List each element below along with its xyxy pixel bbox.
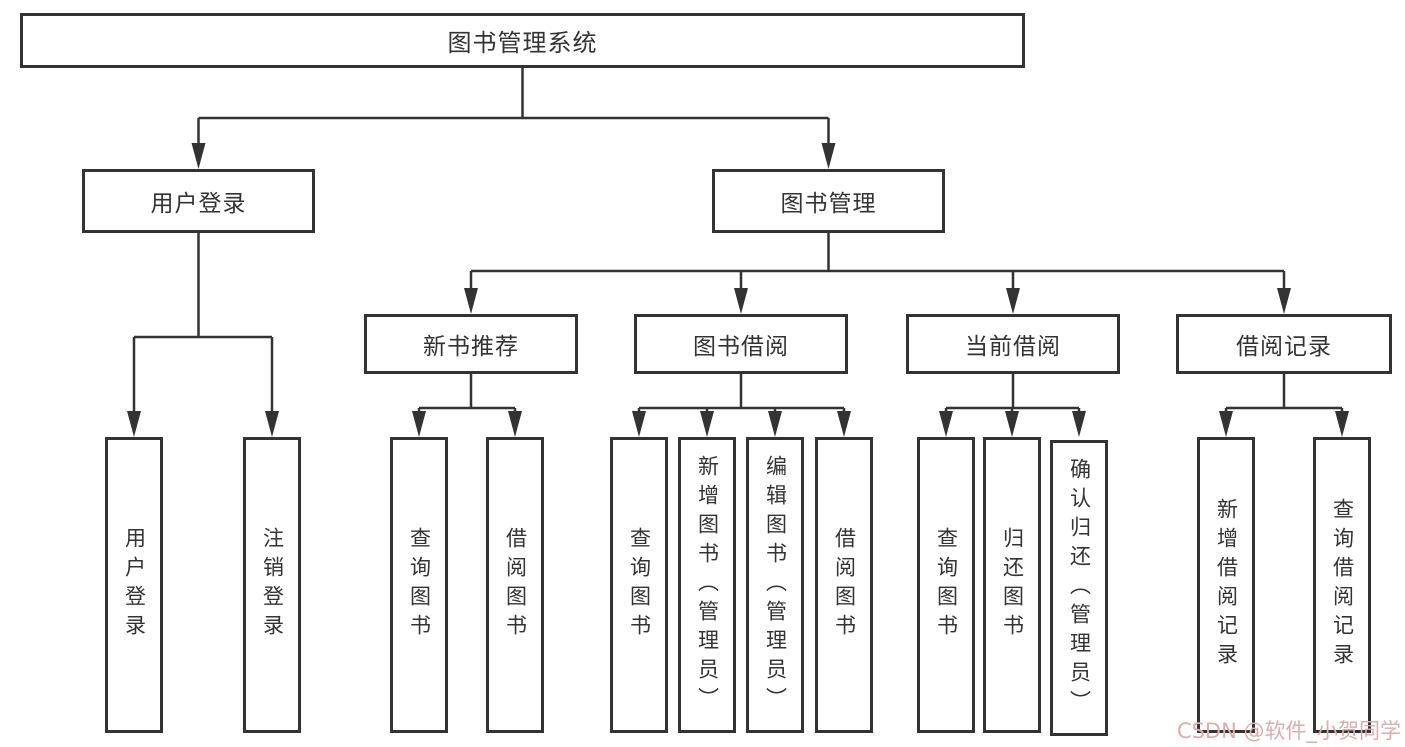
leaf-logout: 注销登录 bbox=[243, 437, 301, 733]
leaf-current-query-books: 查询图书 bbox=[917, 437, 975, 733]
node-borrowing-records: 借阅记录 bbox=[1176, 314, 1392, 374]
node-book-borrowing: 图书借阅 bbox=[634, 314, 848, 374]
leaf-user-login: 用户登录 bbox=[105, 437, 163, 733]
leaf-records-query-record: 查询借阅记录 bbox=[1313, 437, 1371, 733]
node-user-login: 用户登录 bbox=[82, 169, 315, 233]
node-current-borrowing: 当前借阅 bbox=[906, 314, 1120, 374]
node-new-book-recommend: 新书推荐 bbox=[364, 314, 578, 374]
node-library-management-system: 图书管理系统 bbox=[20, 13, 1025, 68]
leaf-newbooks-query-books: 查询图书 bbox=[390, 437, 448, 733]
leaf-borrowing-add-books-admin: 新增图书（管理员） bbox=[678, 437, 736, 733]
leaf-borrowing-edit-books-admin: 编辑图书（管理员） bbox=[746, 437, 804, 733]
leaf-borrowing-query-books: 查询图书 bbox=[610, 437, 668, 733]
leaf-records-add-record: 新增借阅记录 bbox=[1197, 437, 1255, 733]
leaf-current-return-books: 归还图书 bbox=[983, 437, 1041, 733]
watermark: CSDN @软件_小贺同学 bbox=[1176, 719, 1401, 743]
leaf-current-confirm-return-admin: 确认归还（管理员） bbox=[1050, 440, 1108, 736]
node-book-management: 图书管理 bbox=[712, 169, 945, 233]
leaf-borrowing-borrow-books: 借阅图书 bbox=[815, 437, 873, 733]
leaf-newbooks-borrow-books: 借阅图书 bbox=[486, 437, 544, 733]
